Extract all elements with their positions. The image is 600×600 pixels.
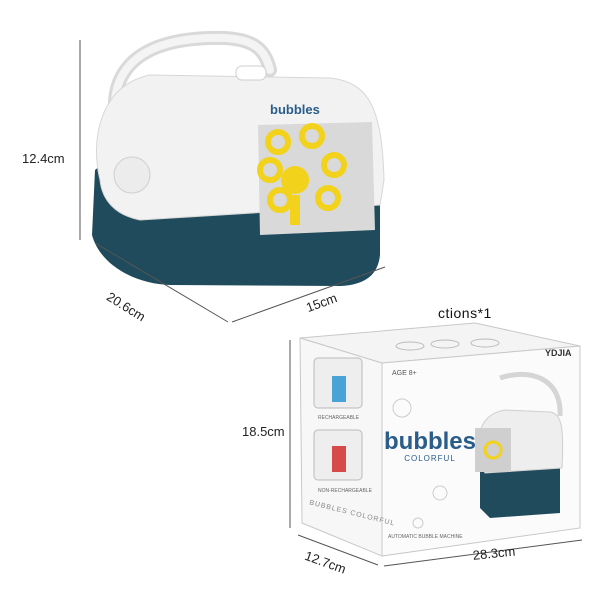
box-logo: bubbles COLORFUL bbox=[384, 428, 477, 464]
box-subtitle: AUTOMATIC BUBBLE MACHINE bbox=[388, 534, 463, 540]
packaging-box-illustration bbox=[299, 322, 581, 557]
bubble-wand bbox=[257, 123, 347, 213]
bubble-machine-illustration: bubbles bbox=[92, 30, 385, 286]
machine-top-cap bbox=[235, 65, 267, 81]
machine-side-knob bbox=[113, 156, 151, 194]
box-machine-picture bbox=[475, 371, 564, 518]
machine-height-label: 12.4cm bbox=[22, 151, 65, 166]
box-height-label: 18.5cm bbox=[242, 424, 285, 439]
box-logo-line2: COLORFUL bbox=[404, 454, 456, 463]
box-age: AGE 8+ bbox=[392, 370, 417, 377]
label-rechargeable: RECHARGEABLE bbox=[318, 415, 360, 421]
machine-logo: bubbles bbox=[270, 102, 320, 117]
box-header: ctions*1 bbox=[438, 305, 492, 321]
label-non-rechargeable: NON-RECHARGEABLE bbox=[318, 488, 372, 494]
box-brand: YDJIA bbox=[545, 348, 572, 358]
box-logo-line1: bubbles bbox=[384, 428, 477, 455]
